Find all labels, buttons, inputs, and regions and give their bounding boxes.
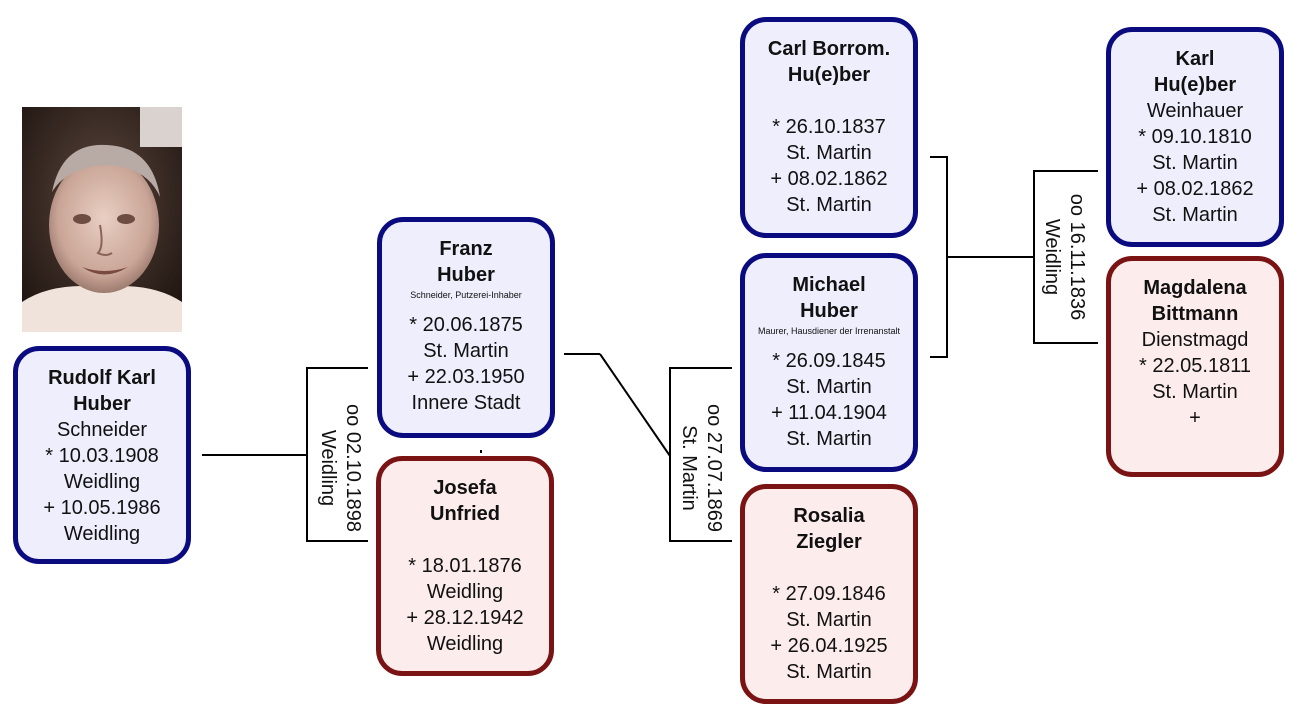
person-name: Michael <box>792 274 866 296</box>
person-birth-place: Weidling <box>426 581 504 603</box>
person-death-place: St. Martin <box>786 661 872 683</box>
person-name: Rosalia <box>793 505 865 527</box>
person-birth: * 10.03.1908 <box>45 445 159 467</box>
marriage-place: Weidling <box>317 429 339 507</box>
bracket-m2 <box>669 367 732 542</box>
person-occupation: Weinhauer <box>1146 100 1244 122</box>
person-death-place: St. Martin <box>786 428 872 450</box>
person-birth: * 27.09.1846 <box>772 583 886 605</box>
person-name: Magdalena <box>1143 277 1247 299</box>
bracket-m3 <box>1033 170 1098 344</box>
person-surname: Hu(e)ber <box>1153 74 1237 96</box>
person-death: + <box>1189 407 1201 429</box>
person-birth-place: St. Martin <box>1152 381 1238 403</box>
person-death-place: Innere Stadt <box>411 392 521 414</box>
person-box-carl[interactable]: Carl Borrom. Hu(e)ber * 26.10.1837 St. M… <box>740 17 918 238</box>
person-surname: Ziegler <box>796 531 862 553</box>
marriage-date: oo 27.07.1869 <box>703 404 725 532</box>
person-name: Rudolf Karl <box>48 367 156 389</box>
marriage-place: Weidling <box>1041 218 1063 296</box>
person-surname: Unfried <box>430 503 500 525</box>
person-death: + 08.02.1862 <box>770 168 888 190</box>
person-death: + 11.04.1904 <box>771 402 887 424</box>
person-box-rudolf[interactable]: Rudolf Karl Huber Schneider * 10.03.1908… <box>13 346 191 564</box>
person-name: Carl Borrom. <box>767 38 891 60</box>
person-surname: Huber <box>437 264 495 286</box>
person-box-franz[interactable]: Franz Huber Schneider, Putzerei-Inhaber … <box>377 217 555 438</box>
person-death-place: Weidling <box>426 633 504 655</box>
person-death: + 08.02.1862 <box>1136 178 1254 200</box>
portrait-photo <box>22 107 182 332</box>
portrait-image <box>22 107 182 332</box>
person-box-michael[interactable]: Michael Huber Maurer, Hausdiener der Irr… <box>740 253 918 472</box>
person-birth: * 20.06.1875 <box>409 314 523 336</box>
person-birth: * 09.10.1810 <box>1138 126 1252 148</box>
person-birth-place: St. Martin <box>423 340 509 362</box>
person-birth-place: St. Martin <box>786 142 872 164</box>
person-surname: Bittmann <box>1151 303 1239 325</box>
marriage-label-m1: oo 02.10.1898 Weidling <box>315 378 365 558</box>
bracket-m1 <box>306 367 368 542</box>
person-occupation: Schneider <box>56 419 148 441</box>
marriage-date: oo 16.11.1836 <box>1066 193 1088 321</box>
connector-franz-diag <box>599 353 671 457</box>
person-birth-place: St. Martin <box>1152 152 1238 174</box>
person-name: Josefa <box>433 477 497 499</box>
person-birth: * 26.10.1837 <box>772 116 886 138</box>
person-name: Karl <box>1175 48 1215 70</box>
person-occupation: Schneider, Putzerei-Inhaber <box>410 290 522 300</box>
person-death-place: St. Martin <box>1152 204 1238 226</box>
person-surname: Huber <box>73 393 131 415</box>
person-surname: Huber <box>800 300 858 322</box>
marriage-place: St. Martin <box>678 425 700 511</box>
person-death: + 28.12.1942 <box>406 607 524 629</box>
person-box-karl[interactable]: Karl Hu(e)ber Weinhauer * 09.10.1810 St.… <box>1106 27 1284 247</box>
person-death: + 10.05.1986 <box>43 497 161 519</box>
person-occupation: Maurer, Hausdiener der Irrenanstalt <box>757 326 901 336</box>
person-death-place: St. Martin <box>786 194 872 216</box>
marriage-label-m2: oo 27.07.1869 St. Martin <box>676 378 726 558</box>
person-box-magdalena[interactable]: Magdalena Bittmann Dienstmagd * 22.05.18… <box>1106 256 1284 477</box>
person-box-rosalia[interactable]: Rosalia Ziegler * 27.09.1846 St. Martin … <box>740 484 918 704</box>
marriage-label-m3: oo 16.11.1836 Weidling <box>1039 167 1089 347</box>
person-birth: * 22.05.1811 <box>1139 355 1251 377</box>
person-birth-place: Weidling <box>63 471 141 493</box>
person-birth-place: St. Martin <box>786 376 872 398</box>
person-box-josefa[interactable]: Josefa Unfried * 18.01.1876 Weidling + 2… <box>376 456 554 676</box>
person-name: Franz <box>439 238 493 260</box>
person-occupation: Dienstmagd <box>1141 329 1249 351</box>
person-death-place: Weidling <box>63 523 141 545</box>
marriage-date: oo 02.10.1898 <box>342 404 364 532</box>
person-birth-place: St. Martin <box>786 609 872 631</box>
person-birth: * 26.09.1845 <box>772 350 886 372</box>
bracket-carl-michael <box>930 156 948 358</box>
person-death: + 26.04.1925 <box>770 635 888 657</box>
person-birth: * 18.01.1876 <box>408 555 522 577</box>
person-death: + 22.03.1950 <box>407 366 525 388</box>
person-surname: Hu(e)ber <box>787 64 871 86</box>
